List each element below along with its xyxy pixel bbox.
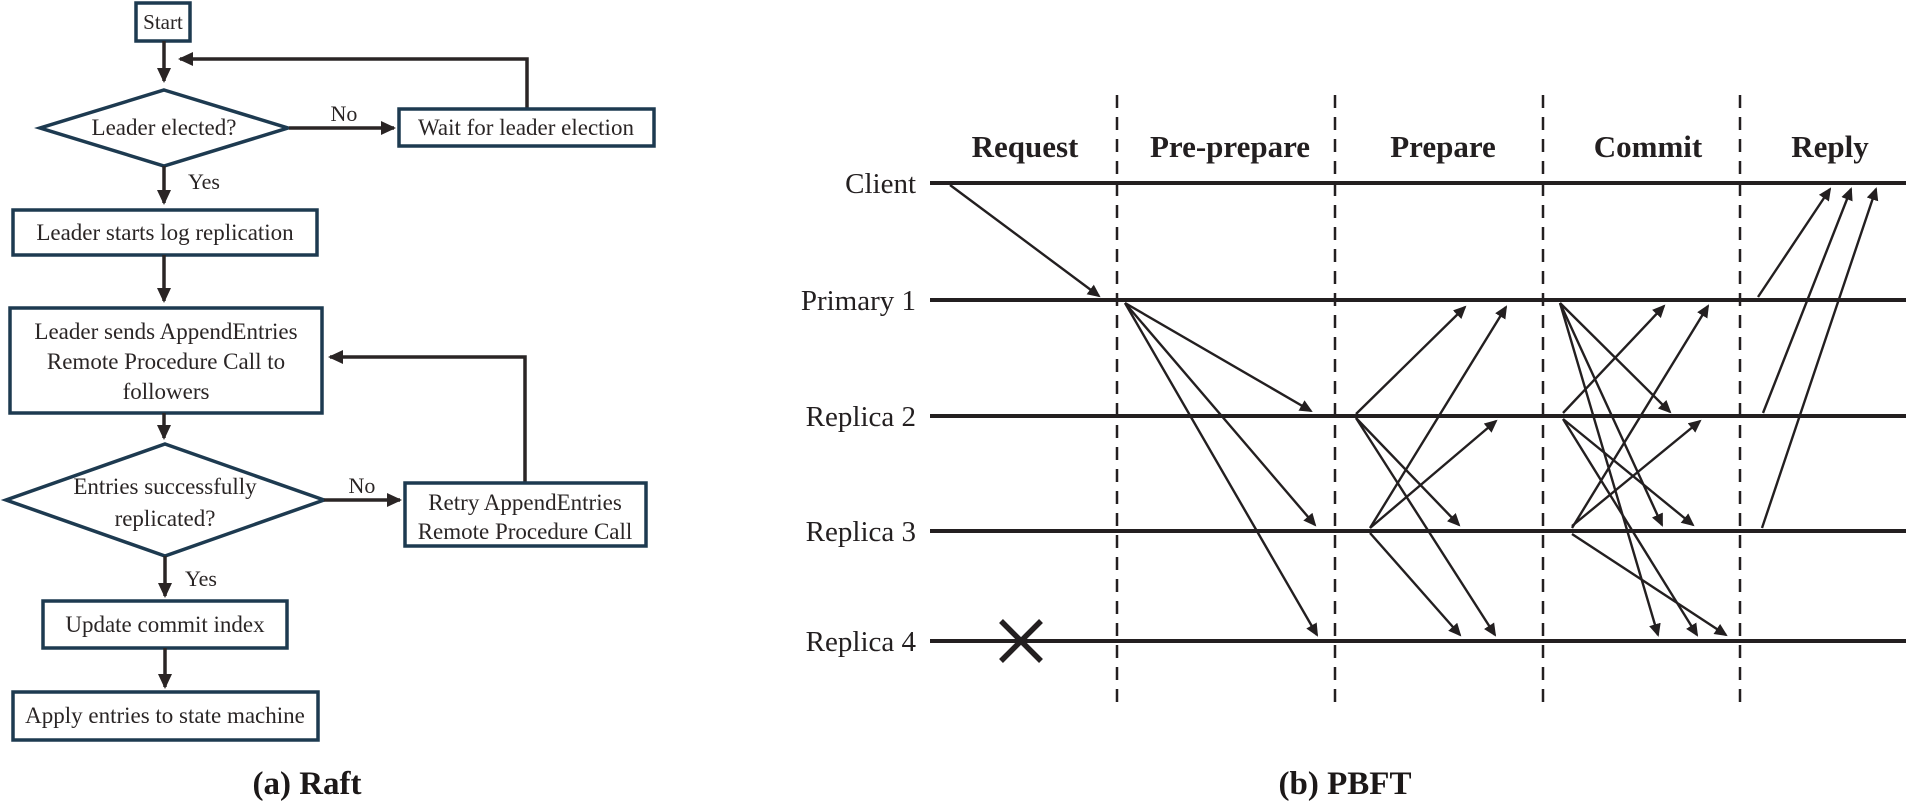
yes-label-1: Yes xyxy=(188,169,220,194)
leader-elected-label: Leader elected? xyxy=(92,115,237,140)
send-appendentries-line3: followers xyxy=(123,379,210,404)
lane-label-primary-1: Primary 1 xyxy=(801,285,916,317)
edge-wait-loop-back xyxy=(178,52,529,109)
prepare-messages xyxy=(1354,305,1508,637)
raft-flowchart: Start Leader elected? No Wait for leader… xyxy=(0,1,656,802)
log-replication-label: Leader starts log replication xyxy=(36,220,294,245)
pre-prepare-messages xyxy=(1123,301,1319,637)
faulty-replica-cross-icon xyxy=(999,619,1043,663)
wait-node-label: Wait for leader election xyxy=(418,115,634,140)
no-label-1: No xyxy=(331,101,358,126)
apply-entries-label: Apply entries to state machine xyxy=(25,703,305,728)
send-appendentries-line2: Remote Procedure Call to xyxy=(47,349,285,374)
wait-node xyxy=(397,107,656,148)
log-replication-node xyxy=(11,208,319,257)
yes-label-2: Yes xyxy=(185,566,217,591)
commit-messages xyxy=(1558,302,1728,637)
lane-label-replica-3: Replica 3 xyxy=(806,516,916,548)
retry-line2: Remote Procedure Call xyxy=(418,519,633,544)
phase-commit: Commit xyxy=(1594,129,1703,164)
pbft-caption: (b) PBFT xyxy=(1279,766,1412,802)
lane-label-replica-2: Replica 2 xyxy=(806,401,916,433)
no-label-2: No xyxy=(349,473,376,498)
update-commit-label: Update commit index xyxy=(65,612,265,637)
entries-replicated-line2: replicated? xyxy=(115,506,216,531)
phase-prepare: Prepare xyxy=(1390,129,1496,164)
lane-labels: Client Primary 1 Replica 2 Replica 3 Rep… xyxy=(801,168,917,658)
apply-entries-node xyxy=(11,690,320,742)
phase-reply: Reply xyxy=(1791,129,1869,164)
lane-label-replica-4: Replica 4 xyxy=(806,626,917,658)
phase-request: Request xyxy=(972,129,1079,164)
send-appendentries-node xyxy=(8,306,324,415)
edge-retry-loop-back xyxy=(328,350,527,483)
reply-messages xyxy=(1757,187,1879,529)
retry-line1: Retry AppendEntries xyxy=(428,490,622,515)
entries-replicated-line1: Entries successfully xyxy=(73,474,257,499)
lane-label-client: Client xyxy=(845,168,916,200)
raft-caption: (a) Raft xyxy=(252,766,361,802)
request-messages xyxy=(949,184,1101,298)
send-appendentries-line1: Leader sends AppendEntries xyxy=(34,319,297,344)
start-node-label: Start xyxy=(143,10,183,34)
phase-dividers xyxy=(1115,95,1742,705)
lifelines xyxy=(930,181,1906,643)
pbft-sequence-diagram: Request Pre-prepare Prepare Commit Reply… xyxy=(801,95,1906,802)
entries-replicated-decision xyxy=(0,442,330,558)
phase-pre-prepare: Pre-prepare xyxy=(1150,129,1310,164)
phase-labels: Request Pre-prepare Prepare Commit Reply xyxy=(972,129,1870,164)
retry-node xyxy=(403,481,648,548)
